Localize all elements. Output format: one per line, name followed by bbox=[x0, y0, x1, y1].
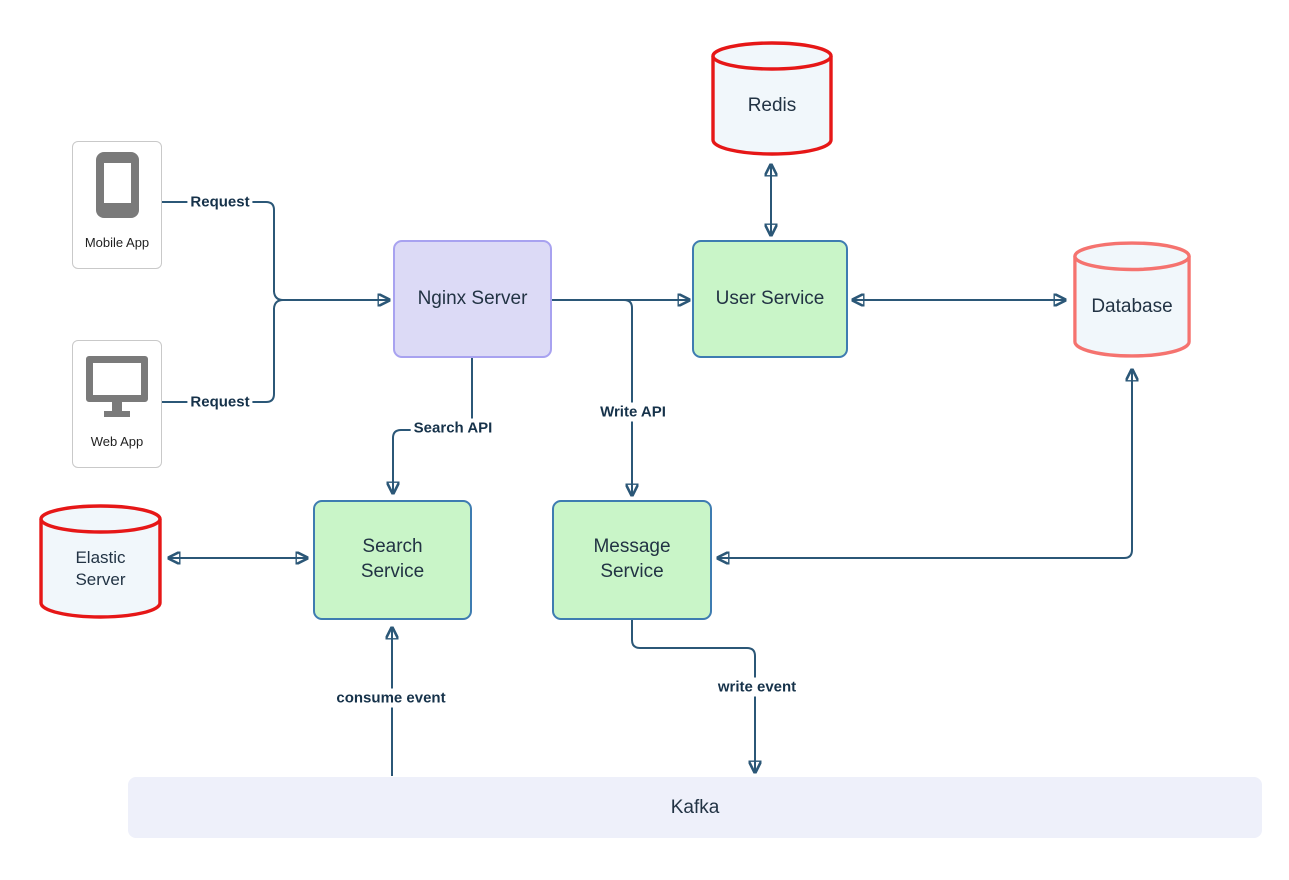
nginx-server-label: Nginx Server bbox=[417, 287, 528, 309]
web-app-node: Web App bbox=[72, 340, 162, 468]
database-cylinder-icon bbox=[711, 41, 833, 156]
edge-write-event bbox=[631, 620, 755, 771]
database-label: Database bbox=[1091, 295, 1173, 317]
search-service-node: Search Service bbox=[313, 500, 472, 620]
database-cylinder-icon bbox=[39, 504, 162, 619]
monitor-icon bbox=[86, 356, 148, 417]
web-app-label: Web App bbox=[90, 434, 144, 449]
redis-node: Redis bbox=[710, 40, 834, 158]
edge-junction-to-nginx bbox=[273, 291, 388, 300]
redis-label: Redis bbox=[747, 94, 797, 116]
search-api-edge-label: Search API bbox=[410, 418, 496, 438]
user-service-node: User Service bbox=[692, 240, 848, 358]
database-node: Database bbox=[1072, 240, 1192, 360]
edge-database-message bbox=[719, 371, 1132, 558]
search-service-label: Search Service bbox=[360, 536, 425, 582]
kafka-label: Kafka bbox=[670, 796, 720, 818]
request-web-edge-label: Request bbox=[187, 392, 253, 412]
edge-write-api bbox=[614, 299, 632, 494]
edge-request-mobile bbox=[162, 201, 275, 292]
request-mobile-edge-label: Request bbox=[187, 192, 253, 212]
consume-event-edge-label: consume event bbox=[333, 688, 449, 708]
smartphone-icon bbox=[95, 152, 139, 218]
write-api-edge-label: Write API bbox=[597, 402, 669, 422]
edge-request-web bbox=[162, 308, 275, 403]
elastic-server-node: Elastic Server bbox=[38, 503, 163, 621]
mobile-app-label: Mobile App bbox=[84, 235, 150, 250]
edge-junction-lower-curve bbox=[273, 299, 284, 309]
message-service-node: Message Service bbox=[552, 500, 712, 620]
kafka-node: Kafka bbox=[128, 777, 1262, 838]
database-cylinder-icon bbox=[1073, 241, 1191, 358]
nginx-server-node: Nginx Server bbox=[393, 240, 552, 358]
elastic-server-label: Elastic Server bbox=[75, 547, 126, 589]
write-event-edge-label: write event bbox=[714, 677, 800, 697]
user-service-label: User Service bbox=[715, 287, 825, 309]
message-service-label: Message Service bbox=[593, 536, 671, 582]
mobile-app-node: Mobile App bbox=[72, 141, 162, 269]
